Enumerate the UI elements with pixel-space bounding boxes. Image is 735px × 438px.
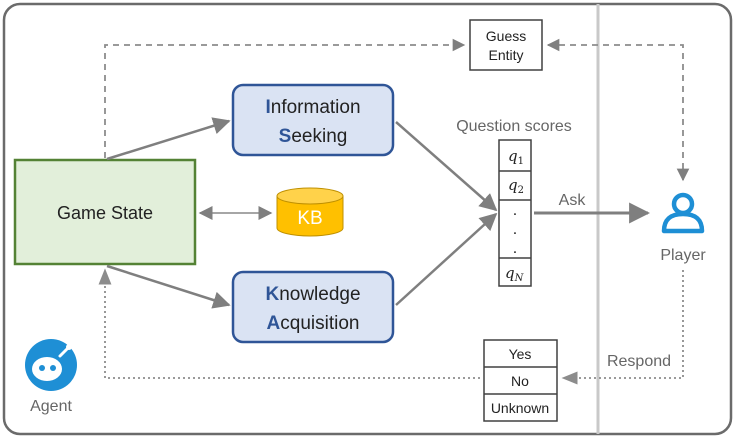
answers-to-game-state-arrow bbox=[98, 268, 480, 379]
information-seeking-line1: Information bbox=[265, 97, 360, 118]
respond-label: Respond bbox=[607, 353, 671, 370]
knowledge-acquisition-line1: Knowledge bbox=[265, 284, 360, 305]
knowledge-to-scores-arrow bbox=[395, 212, 498, 306]
guess-entity-box: Guess Entity bbox=[469, 19, 543, 71]
guess-to-player-arrow bbox=[546, 38, 690, 182]
player-to-answers-arrow bbox=[561, 270, 684, 385]
knowledge-acquisition-line2: Acquisition bbox=[267, 313, 360, 334]
guess-entity-line1: Guess bbox=[486, 28, 526, 44]
answer-no: No bbox=[511, 373, 529, 389]
answer-yes: Yes bbox=[509, 346, 532, 362]
score-q1: q1 bbox=[508, 147, 524, 167]
game-state-label: Game State bbox=[57, 203, 153, 223]
robot-icon bbox=[25, 339, 77, 391]
kb-cylinder: KB bbox=[276, 187, 344, 237]
game-state-box: Game State bbox=[13, 158, 197, 266]
answers-table: Yes No Unknown bbox=[483, 339, 558, 422]
score-ellipsis-3: . bbox=[513, 240, 517, 257]
ask-label: Ask bbox=[559, 192, 587, 209]
person-icon bbox=[661, 192, 705, 234]
question-scores-vector: q1 q2 . . . qN bbox=[498, 139, 532, 287]
game-state-to-knowledge-arrow bbox=[106, 264, 231, 309]
kb-label: KB bbox=[297, 208, 322, 229]
game-state-to-info-seeking-arrow bbox=[106, 117, 231, 161]
guess-entity-line2: Entity bbox=[488, 47, 523, 63]
knowledge-acquisition-box: Knowledge Acquisition bbox=[231, 270, 395, 344]
score-ellipsis-1: . bbox=[513, 202, 517, 219]
player-label: Player bbox=[660, 247, 706, 264]
score-ellipsis-2: . bbox=[513, 221, 517, 238]
information-seeking-box: Information Seeking bbox=[231, 83, 395, 157]
information-seeking-line2: Seeking bbox=[279, 126, 348, 147]
score-qn: qN bbox=[505, 264, 525, 284]
info-seeking-to-scores-arrow bbox=[395, 121, 498, 212]
agent-label: Agent bbox=[30, 398, 72, 415]
game-state-to-guess-arrow bbox=[104, 38, 466, 158]
answer-unknown: Unknown bbox=[491, 400, 549, 416]
score-q2: q2 bbox=[508, 176, 524, 196]
question-scores-title: Question scores bbox=[456, 118, 572, 135]
